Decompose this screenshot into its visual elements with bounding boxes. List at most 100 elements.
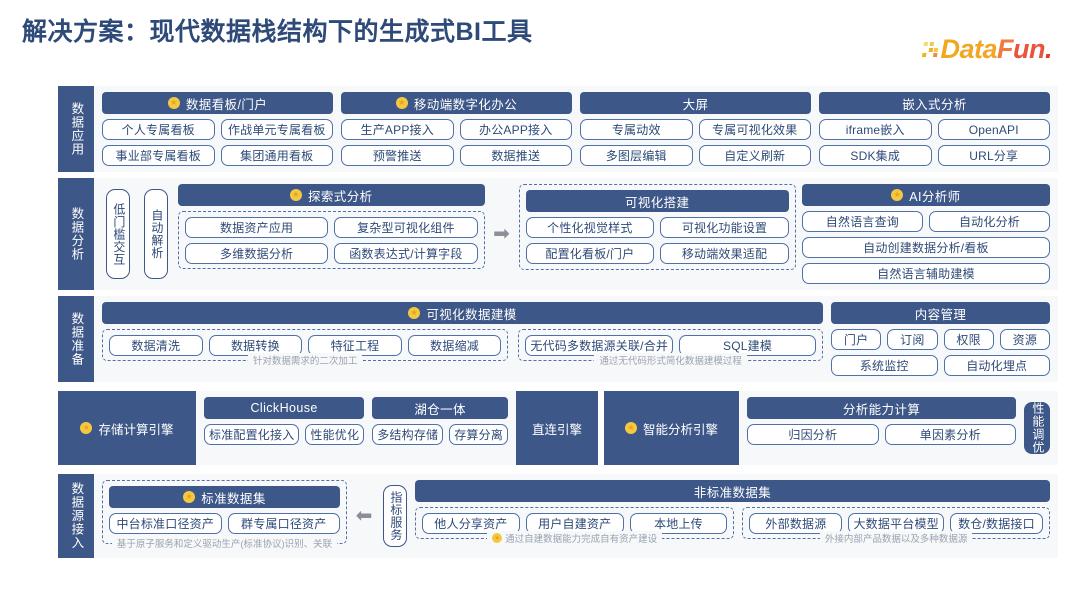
chip-natural-language-query[interactable]: 自然语言查询 — [801, 211, 923, 232]
caption-self-built: ★ 通过自建数据能力完成自有资产建设 — [487, 531, 663, 545]
group-lakehouse[interactable]: 湖仓一体 多结构存储 存算分离 — [372, 397, 509, 459]
engine-storage-groups: ClickHouse 标准配置化接入 性能优化 湖仓一体 多结构存储 存算分离 — [196, 391, 516, 465]
chip-personalized-style[interactable]: 个性化视觉样式 — [525, 217, 655, 238]
chip-personal-dashboard[interactable]: 个人专属看板 — [102, 119, 215, 140]
caption-nocode-modeling: 通过无代码形式简化数据建模过程 — [594, 353, 747, 367]
chip-exclusive-visual[interactable]: 专属可视化效果 — [698, 119, 811, 140]
chip-attribution-analysis[interactable]: 归因分析 — [747, 424, 879, 445]
chip-subscription[interactable]: 订阅 — [887, 329, 938, 350]
star-icon: ★ — [492, 533, 503, 543]
chip-sql-modeling[interactable]: SQL建模 — [679, 335, 816, 356]
group-title: 探索式分析 — [308, 189, 373, 204]
arrow-left-icon: ⬅ — [355, 505, 373, 527]
chip-auto-tracking[interactable]: 自动化埋点 — [943, 355, 1050, 376]
chip-group-exclusive-asset[interactable]: 群专属口径资产 — [227, 513, 340, 534]
group-nonstandard-dataset[interactable]: 非标准数据集 他人分享资产 用户自建资产 本地上传 ★ 通过自建数据能力完成自有… — [415, 480, 1050, 552]
chip-local-upload[interactable]: 本地上传 — [629, 513, 728, 534]
group-mobile-office[interactable]: ★ 移动端数字化办公 生产APP接入 办公APP接入 预警推送 数据推送 — [341, 92, 572, 166]
group-clickhouse[interactable]: ClickHouse 标准配置化接入 性能优化 — [204, 397, 365, 459]
caption-external-source: 外接内部产品数据以及多种数据源 — [819, 531, 973, 545]
chip-row: 门户 订阅 权限 资源 — [831, 329, 1050, 350]
chip-permission[interactable]: 权限 — [943, 329, 994, 350]
block-direct-engine[interactable]: 直连引擎 — [516, 391, 599, 465]
chip-custom-refresh[interactable]: 自定义刷新 — [698, 145, 811, 166]
chip-row: 外部数据源 大数据平台模型 数仓/数据接口 — [749, 513, 1043, 534]
preparation-groups: ★ 可视化数据建模 数据清洗 数据转换 特征工程 数据缩减 针对数据需求的二次加… — [94, 296, 1058, 382]
chip-group-dashboard[interactable]: 集团通用看板 — [220, 145, 333, 166]
chip-complex-viz-component[interactable]: 复杂型可视化组件 — [334, 217, 478, 238]
chip-automated-analysis[interactable]: 自动化分析 — [928, 211, 1051, 232]
application-groups: ★ 数据看板/门户 个人专属看板 作战单元专属看板 事业部专属看板 集团通用看板… — [94, 86, 1058, 172]
chip-warehouse-interface[interactable]: 数仓/数据接口 — [949, 513, 1043, 534]
group-title: 可视化搭建 — [624, 195, 690, 210]
chip-production-app[interactable]: 生产APP接入 — [341, 119, 454, 140]
chip-row: 配置化看板/门户 移动端效果适配 — [525, 243, 789, 264]
group-exploratory-analysis[interactable]: ★ 探索式分析 数据资产应用 复杂型可视化组件 多维数据分析 函数表达式/计算字… — [178, 184, 485, 284]
group-title: AI分析师 — [909, 189, 961, 204]
band-label-application: 数据应用 — [58, 86, 94, 172]
chip-external-datasource[interactable]: 外部数据源 — [749, 513, 843, 534]
chip-data-transform[interactable]: 数据转换 — [208, 335, 303, 356]
chip-performance-optimization[interactable]: 性能优化 — [305, 424, 365, 445]
chip-data-reduction[interactable]: 数据缩减 — [407, 335, 502, 356]
logo-letters-ata: ata — [959, 33, 997, 64]
chip-unit-dashboard[interactable]: 作战单元专属看板 — [220, 119, 333, 140]
band-separator — [58, 172, 1058, 178]
group-header-visual-modeling: ★ 可视化数据建模 — [102, 302, 823, 324]
chip-exclusive-animation[interactable]: 专属动效 — [580, 119, 693, 140]
chip-openapi[interactable]: OpenAPI — [937, 119, 1050, 140]
nonstandard-subgroups: 他人分享资产 用户自建资产 本地上传 ★ 通过自建数据能力完成自有资产建设 外部… — [415, 507, 1050, 547]
chip-portal[interactable]: 门户 — [831, 329, 882, 350]
band-label-source: 数据源接入 — [58, 474, 94, 558]
chip-multilayer-edit[interactable]: 多图层编辑 — [580, 145, 693, 166]
chip-division-dashboard[interactable]: 事业部专属看板 — [102, 145, 215, 166]
smart-engine-label: 智能分析引擎 — [643, 422, 719, 437]
caption-standard-dataset: 基于原子服务和定义驱动生产(标准协议)识别、关联 — [111, 536, 338, 550]
dashed-box-nocode-modeling: 无代码多数据源关联/合并 SQL建模 通过无代码形式简化数据建模过程 — [518, 329, 823, 367]
dashed-box-data-processing: 数据清洗 数据转换 特征工程 数据缩减 针对数据需求的二次加工 — [102, 329, 509, 367]
group-ai-analyst[interactable]: ★ AI分析师 自然语言查询 自动化分析 自动创建数据分析/看板 自然语言辅助建… — [801, 184, 1051, 284]
chip-row: 个性化视觉样式 可视化功能设置 — [525, 217, 789, 238]
chip-data-cleaning[interactable]: 数据清洗 — [109, 335, 203, 356]
chip-shared-asset[interactable]: 他人分享资产 — [422, 513, 520, 534]
chip-row: 生产APP接入 办公APP接入 — [341, 119, 572, 140]
block-smart-analysis-engine[interactable]: ★ 智能分析引擎 — [604, 391, 740, 465]
chip-midplatform-standard-asset[interactable]: 中台标准口径资产 — [109, 513, 222, 534]
group-visual-data-modeling[interactable]: ★ 可视化数据建模 数据清洗 数据转换 特征工程 数据缩减 针对数据需求的二次加… — [102, 302, 823, 376]
chip-multidim-analysis[interactable]: 多维数据分析 — [185, 243, 329, 264]
chip-function-expression[interactable]: 函数表达式/计算字段 — [334, 243, 478, 264]
group-dashboard-portal[interactable]: ★ 数据看板/门户 个人专属看板 作战单元专属看板 事业部专属看板 集团通用看板 — [102, 92, 333, 166]
chip-system-monitoring[interactable]: 系统监控 — [831, 355, 938, 376]
group-visual-building[interactable]: 可视化搭建 个性化视觉样式 可视化功能设置 配置化看板/门户 移动端效果适配 — [518, 184, 796, 284]
chip-nl-assisted-modeling[interactable]: 自然语言辅助建模 — [801, 263, 1050, 284]
group-embedded-analytics[interactable]: 嵌入式分析 iframe嵌入 OpenAPI SDK集成 URL分享 — [819, 92, 1050, 166]
block-storage-compute-engine[interactable]: ★ 存储计算引擎 — [58, 391, 196, 465]
chip-iframe-embed[interactable]: iframe嵌入 — [819, 119, 932, 140]
chip-bigdata-platform-model[interactable]: 大数据平台模型 — [848, 513, 944, 534]
arrow-right-icon: ➡ — [493, 223, 510, 245]
chip-alert-push[interactable]: 预警推送 — [341, 145, 454, 166]
chip-configurable-dashboard[interactable]: 配置化看板/门户 — [525, 243, 655, 264]
group-analysis-capability[interactable]: 分析能力计算 归因分析 单因素分析 — [747, 397, 1017, 459]
group-title: 分析能力计算 — [842, 402, 921, 417]
chip-single-factor-analysis[interactable]: 单因素分析 — [884, 424, 1017, 445]
chip-standard-config-access[interactable]: 标准配置化接入 — [204, 424, 300, 445]
chip-resource[interactable]: 资源 — [999, 329, 1050, 350]
chip-data-push[interactable]: 数据推送 — [459, 145, 572, 166]
dashed-box-external-source: 外部数据源 大数据平台模型 数仓/数据接口 外接内部产品数据以及多种数据源 — [742, 507, 1050, 545]
chip-multistructure-storage[interactable]: 多结构存储 — [372, 424, 444, 445]
chip-auto-create-dashboard[interactable]: 自动创建数据分析/看板 — [801, 237, 1050, 258]
star-icon: ★ — [167, 97, 180, 109]
direct-engine-label: 直连引擎 — [532, 422, 583, 437]
group-large-screen[interactable]: 大屏 专属动效 专属可视化效果 多图层编辑 自定义刷新 — [580, 92, 811, 166]
chip-storage-compute-separation[interactable]: 存算分离 — [449, 424, 509, 445]
chip-data-asset-app[interactable]: 数据资产应用 — [185, 217, 329, 238]
chip-user-built-asset[interactable]: 用户自建资产 — [525, 513, 624, 534]
chip-sdk-integration[interactable]: SDK集成 — [819, 145, 932, 166]
chip-url-share[interactable]: URL分享 — [937, 145, 1050, 166]
chip-mobile-adaptation[interactable]: 移动端效果适配 — [660, 243, 789, 264]
chip-office-app[interactable]: 办公APP接入 — [459, 119, 572, 140]
chip-viz-function-setting[interactable]: 可视化功能设置 — [660, 217, 789, 238]
group-content-management[interactable]: 内容管理 门户 订阅 权限 资源 系统监控 自动化埋点 — [831, 302, 1050, 376]
star-icon: ★ — [395, 97, 408, 109]
